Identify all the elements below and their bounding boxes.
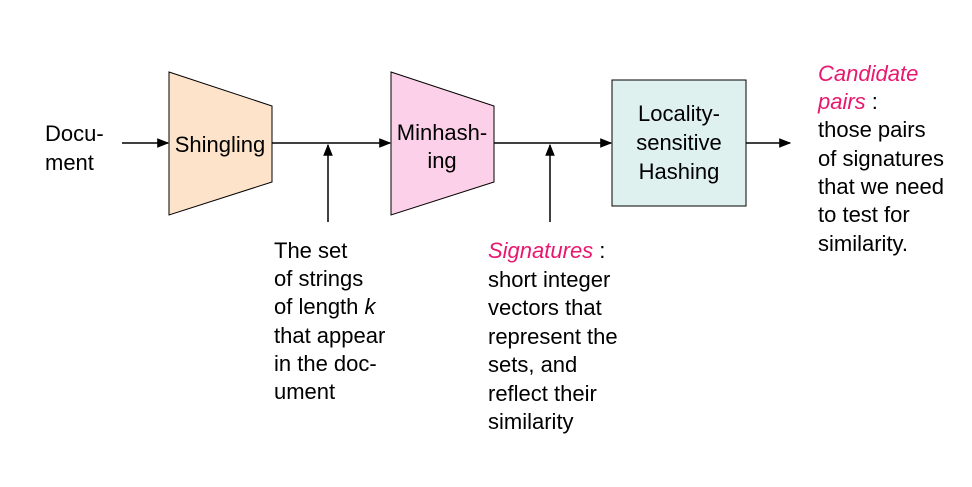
signatures-line1: Signatures : — [488, 238, 605, 263]
shingling-label: Shingling — [175, 132, 266, 157]
signatures-term: Signatures — [488, 238, 593, 263]
minhashing-shape — [390, 71, 495, 216]
candidates-line1: Candidate — [818, 61, 918, 86]
minhashing-label-line1: Minhash- — [397, 120, 487, 145]
shingles-line1: The set — [274, 238, 347, 263]
minhashing-stage: Minhash- ing — [390, 71, 495, 216]
signatures-annotation: Signatures : short integer vectors that … — [488, 238, 618, 434]
shingles-line3: of length k — [274, 294, 377, 319]
candidates-term2: pairs — [817, 89, 866, 114]
candidates-line5: that we need — [818, 174, 944, 199]
lsh-label-line1: Locality- — [638, 101, 720, 126]
signatures-line5: sets, and — [488, 352, 577, 377]
candidates-line2: pairs : — [817, 89, 878, 114]
lsh-label-line2: sensitive — [636, 130, 722, 155]
shingling-stage: Shingling — [168, 71, 273, 216]
shingles-line6: ument — [274, 379, 335, 404]
lsh-label-line3: Hashing — [639, 159, 720, 184]
candidates-line4: of signatures — [818, 146, 944, 171]
candidates-line6: to test for — [818, 202, 910, 227]
shingles-line2: of strings — [274, 266, 363, 291]
signatures-term-suffix: : — [593, 238, 605, 263]
shingling-shape — [168, 71, 273, 216]
signatures-line7: similarity — [488, 409, 574, 434]
minhashing-label-line2: ing — [427, 148, 456, 173]
document-label: Docu- ment — [45, 121, 104, 175]
signatures-line3: vectors that — [488, 295, 602, 320]
candidates-term1: Candidate — [818, 61, 918, 86]
signatures-line2: short integer — [488, 267, 610, 292]
shingles-line4: that appear — [274, 323, 385, 348]
document-label-line1: Docu- — [45, 121, 104, 146]
shingles-line5: in the doc- — [274, 351, 377, 376]
candidates-line3: those pairs — [818, 117, 926, 142]
candidates-line7: similarity. — [818, 231, 908, 256]
shingles-line3-var: k — [365, 294, 377, 319]
candidates-annotation: Candidate pairs : those pairs of signatu… — [817, 61, 944, 256]
candidates-term2-suffix: : — [866, 89, 878, 114]
shingles-annotation: The set of strings of length k that appe… — [274, 238, 385, 404]
signatures-line6: reflect their — [488, 381, 597, 406]
shingles-line3-prefix: of length — [274, 294, 365, 319]
lsh-stage: Locality- sensitive Hashing — [611, 79, 747, 207]
document-label-line2: ment — [45, 150, 94, 175]
signatures-line4: represent the — [488, 324, 618, 349]
